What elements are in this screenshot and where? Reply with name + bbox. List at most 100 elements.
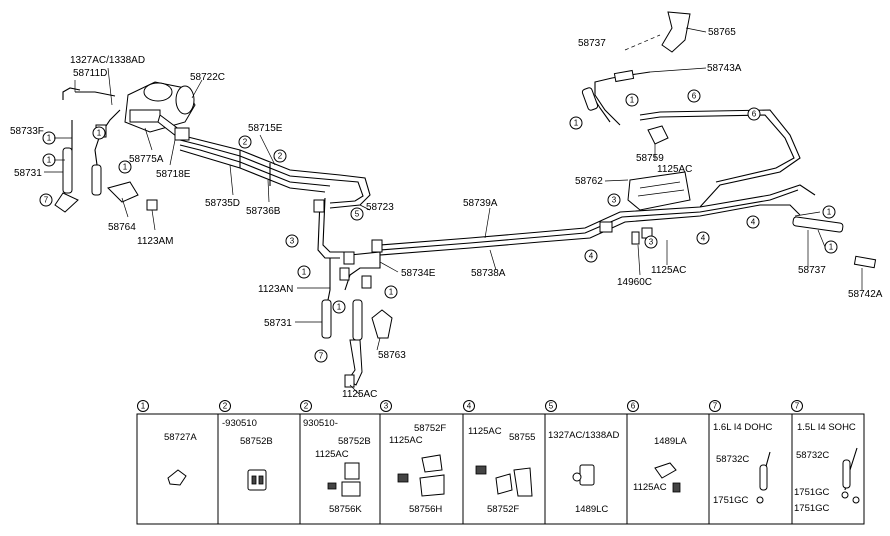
panel-7a-header: 1.6L I4 DOHC xyxy=(713,422,772,433)
callout-1: 1 xyxy=(92,126,106,140)
label-58759: 58759 xyxy=(636,153,664,164)
callout-1: 1 xyxy=(118,160,132,174)
svg-text:3: 3 xyxy=(612,196,617,205)
callout-1: 1 xyxy=(42,153,56,167)
label-58722c: 58722C xyxy=(190,72,225,83)
panel-7b-label-1751gc-1: 1751GC xyxy=(794,487,830,498)
svg-text:3: 3 xyxy=(384,402,389,411)
callout-7: 7 xyxy=(39,193,53,207)
svg-text:4: 4 xyxy=(467,402,472,411)
callout-4: 4 xyxy=(746,215,760,229)
callout-6: 6 xyxy=(747,107,761,121)
label-1123am: 1123AM xyxy=(137,236,174,247)
label-58764: 58764 xyxy=(108,222,136,233)
svg-text:1: 1 xyxy=(141,402,146,411)
bracket-58764 xyxy=(107,181,158,211)
panel-3-number: 3 xyxy=(380,400,392,412)
panel-2b-header: 930510- xyxy=(303,418,338,429)
svg-text:1: 1 xyxy=(123,163,128,172)
callout-1: 1 xyxy=(569,116,583,130)
panel-2b-label-1125ac: 1125AC xyxy=(315,449,349,460)
label-58737-right: 58737 xyxy=(798,265,826,276)
label-14960c: 14960C xyxy=(617,277,652,288)
panel-3-label-1125ac: 1125AC xyxy=(389,435,423,446)
panel-7b-header: 1.5L I4 SOHC xyxy=(797,422,856,433)
part-labels: 1327AC/1338AD 58711D 58722C 58733F 58775… xyxy=(10,27,883,400)
label-58731-left: 58731 xyxy=(14,168,42,179)
svg-text:1: 1 xyxy=(47,156,52,165)
callout-3: 3 xyxy=(644,235,658,249)
callout-1: 1 xyxy=(42,131,56,145)
panel-4-number: 4 xyxy=(463,400,475,412)
callout-circles: 1 1 1 1 1 1 1 1 1 1 1 2 2 3 3 3 4 4 4 5 … xyxy=(39,89,838,363)
label-58763: 58763 xyxy=(378,350,406,361)
callout-1: 1 xyxy=(625,93,639,107)
detail-panels: 1 2 2 3 4 5 6 7 7 -930510 930510- 1.6L I… xyxy=(136,400,865,525)
panel-2b-label-58752b: 58752B xyxy=(338,436,371,447)
label-58742a: 58742A xyxy=(848,289,883,300)
svg-text:1: 1 xyxy=(829,243,834,252)
svg-text:1: 1 xyxy=(302,268,307,277)
svg-text:6: 6 xyxy=(752,110,757,119)
panel-7a-label-58732c: 58732C xyxy=(716,454,749,465)
label-58762: 58762 xyxy=(575,176,603,187)
svg-text:1: 1 xyxy=(389,288,394,297)
callout-1: 1 xyxy=(332,300,346,314)
svg-text:1: 1 xyxy=(97,129,102,138)
svg-text:7: 7 xyxy=(44,196,49,205)
panel-2a-label: 58752B xyxy=(240,436,273,447)
panel-4-label-1125ac: 1125AC xyxy=(468,426,502,437)
svg-text:4: 4 xyxy=(589,252,594,261)
svg-text:3: 3 xyxy=(649,238,654,247)
label-58723: 58723 xyxy=(366,202,394,213)
panel-5-label-1489lc: 1489LC xyxy=(575,504,608,515)
label-1327ac-1338ad: 1327AC/1338AD xyxy=(70,55,145,66)
svg-text:2: 2 xyxy=(243,138,248,147)
panel-6-number: 6 xyxy=(627,400,639,412)
svg-text:7: 7 xyxy=(713,402,718,411)
panel-7a-label-1751gc: 1751GC xyxy=(713,495,749,506)
label-1125ac-mid: 1125AC xyxy=(342,389,377,400)
callout-1: 1 xyxy=(384,285,398,299)
svg-text:7: 7 xyxy=(795,402,800,411)
svg-text:1: 1 xyxy=(47,134,52,143)
panel-2b-number: 2 xyxy=(300,400,312,412)
svg-text:1: 1 xyxy=(574,119,579,128)
label-58734e: 58734E xyxy=(401,268,436,279)
callout-4: 4 xyxy=(696,231,710,245)
panel-6-label-1125ac: 1125AC xyxy=(633,482,667,493)
callout-6: 6 xyxy=(687,89,701,103)
label-58718e: 58718E xyxy=(156,169,191,180)
svg-text:6: 6 xyxy=(631,402,636,411)
label-58775a: 58775A xyxy=(129,154,164,165)
svg-text:1: 1 xyxy=(827,208,832,217)
panel-2b-label-58756k: 58756K xyxy=(329,504,362,515)
panel-3-label-58752f: 58752F xyxy=(414,423,446,434)
svg-text:2: 2 xyxy=(278,152,283,161)
panel-2a-header: -930510 xyxy=(222,418,257,429)
svg-text:7: 7 xyxy=(319,352,324,361)
svg-text:6: 6 xyxy=(692,92,697,101)
svg-text:3: 3 xyxy=(290,237,295,246)
svg-text:1: 1 xyxy=(337,303,342,312)
callout-2: 2 xyxy=(238,135,252,149)
label-58731-mid: 58731 xyxy=(264,318,292,329)
rear-components xyxy=(581,11,877,269)
panel-3-label-58756h: 58756H xyxy=(409,504,442,515)
label-58733f: 58733F xyxy=(10,126,44,137)
label-1125ac-top: 1125AC xyxy=(657,164,692,175)
panel-4-label-58752f: 58752F xyxy=(487,504,519,515)
callout-1: 1 xyxy=(297,265,311,279)
panel-1-label: 58727A xyxy=(164,432,197,443)
label-58715e: 58715E xyxy=(248,123,283,134)
callout-3: 3 xyxy=(285,234,299,248)
leader-lines xyxy=(44,27,863,396)
panel-7b-label-58732c: 58732C xyxy=(796,450,829,461)
label-58765: 58765 xyxy=(708,27,736,38)
panel-5-label-1327ac: 1327AC/1338AD xyxy=(548,430,619,441)
label-58736b: 58736B xyxy=(246,206,281,217)
callout-2: 2 xyxy=(273,149,287,163)
callout-5: 5 xyxy=(350,207,364,221)
panel-6-label-1489la: 1489LA xyxy=(654,436,687,447)
